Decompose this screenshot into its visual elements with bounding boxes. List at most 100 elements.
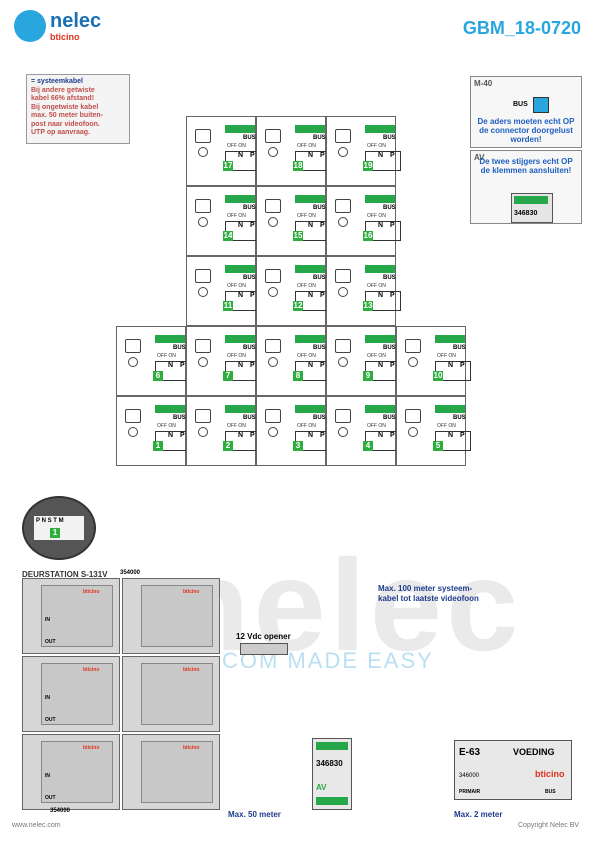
p-label: P [320, 222, 325, 229]
n-label: N [378, 152, 384, 159]
button-icon [338, 217, 348, 227]
p-label: P [460, 362, 465, 369]
module-brand: bticino [83, 745, 100, 751]
bus-terminal-icon [365, 265, 395, 273]
unit-number: 6 [153, 371, 163, 381]
n-label: N [168, 362, 174, 369]
module-brand: bticino [83, 667, 100, 673]
offon-label: OFF ON [297, 143, 316, 149]
bus-label: BUS [173, 415, 186, 421]
offon-label: OFF ON [367, 283, 386, 289]
dip-label: M [58, 518, 64, 524]
button-icon [408, 357, 418, 367]
p-label: P [250, 292, 255, 299]
door-opener-icon [240, 643, 288, 655]
offon-label: OFF ON [367, 423, 386, 429]
door-station-module: bticino [122, 656, 220, 732]
av-top-terminal-icon [316, 742, 348, 750]
monitor-icon [335, 129, 351, 143]
power-supply: E-63 VOEDING 346000 bticino PRIMAIR BUS [454, 740, 572, 800]
offon-label: OFF ON [157, 423, 176, 429]
module-face [141, 663, 213, 725]
dip-labels: P N S T M [36, 518, 64, 524]
power-supply-brand: bticino [535, 769, 565, 779]
bus-terminal-icon [225, 335, 255, 343]
button-icon [338, 427, 348, 437]
module-brand: bticino [183, 589, 200, 595]
button-icon [198, 287, 208, 297]
bus-terminal-icon [365, 125, 395, 133]
door-station-part-bottom: 354000 [50, 808, 71, 814]
monitor-icon [125, 339, 141, 353]
bus-terminal-icon [225, 195, 255, 203]
monitor-icon [265, 409, 281, 423]
n-label: N [238, 152, 244, 159]
bus-terminal-icon [435, 335, 465, 343]
monitor-icon [335, 269, 351, 283]
bus-terminal-icon [225, 265, 255, 273]
offon-label: OFF ON [367, 353, 386, 359]
n-label: N [168, 432, 174, 439]
av-panel: AV De twee stijgers echt OP de klemmen a… [470, 150, 582, 224]
monitor-icon [195, 269, 211, 283]
module-brand: bticino [183, 667, 200, 673]
dip-label: T [53, 518, 57, 524]
bus-label: BUS [383, 345, 396, 351]
offon-label: OFF ON [297, 213, 316, 219]
n-label: N [238, 432, 244, 439]
bus-terminal-icon [365, 335, 395, 343]
m40-connector-icon [533, 97, 549, 113]
n-label: N [378, 432, 384, 439]
n-label: N [308, 362, 314, 369]
offon-label: OFF ON [437, 423, 456, 429]
m40-tag: M-40 [474, 79, 493, 88]
button-icon [268, 147, 278, 157]
n-label: N [378, 292, 384, 299]
dip-switch-detail: P N S T M 1 [22, 496, 96, 560]
unit-number: 4 [363, 441, 373, 451]
bus-terminal-icon [295, 405, 325, 413]
bus-terminal-icon [295, 125, 325, 133]
av-distributor-part: 346830 [316, 759, 343, 768]
button-icon [198, 217, 208, 227]
offon-label: OFF ON [227, 213, 246, 219]
unit-number: 12 [293, 301, 303, 311]
bus-terminal-icon [225, 125, 255, 133]
door-station-module: bticino [122, 578, 220, 654]
max100-note: Max. 100 meter systeem-kabel tot laatste… [378, 584, 479, 603]
bus-label: BUS [243, 415, 256, 421]
bus-label: BUS [243, 345, 256, 351]
n-label: N [308, 292, 314, 299]
unit-number: 3 [293, 441, 303, 451]
bus-terminal-icon [225, 405, 255, 413]
button-icon [338, 147, 348, 157]
bus-label: BUS [173, 345, 186, 351]
unit-number: 15 [293, 231, 303, 241]
module-brand: bticino [83, 589, 100, 595]
bus-label: BUS [383, 275, 396, 281]
legend-line: max. 50 meter buiten- [31, 112, 103, 119]
module-out-label: OUT [45, 639, 56, 645]
nelec-logo: nelec bticino [14, 10, 124, 46]
monitor-icon [265, 269, 281, 283]
bus-terminal-icon [155, 335, 185, 343]
bus-terminal-icon [155, 405, 185, 413]
logo-wordmark: nelec [50, 10, 102, 32]
door-station-part-top: 354000 [120, 570, 141, 576]
unit-number: 2 [223, 441, 233, 451]
legend-line: post naar videofoon. [31, 120, 100, 128]
module-in-label: IN [45, 773, 50, 779]
offon-label: OFF ON [227, 423, 246, 429]
offon-label: OFF ON [367, 213, 386, 219]
